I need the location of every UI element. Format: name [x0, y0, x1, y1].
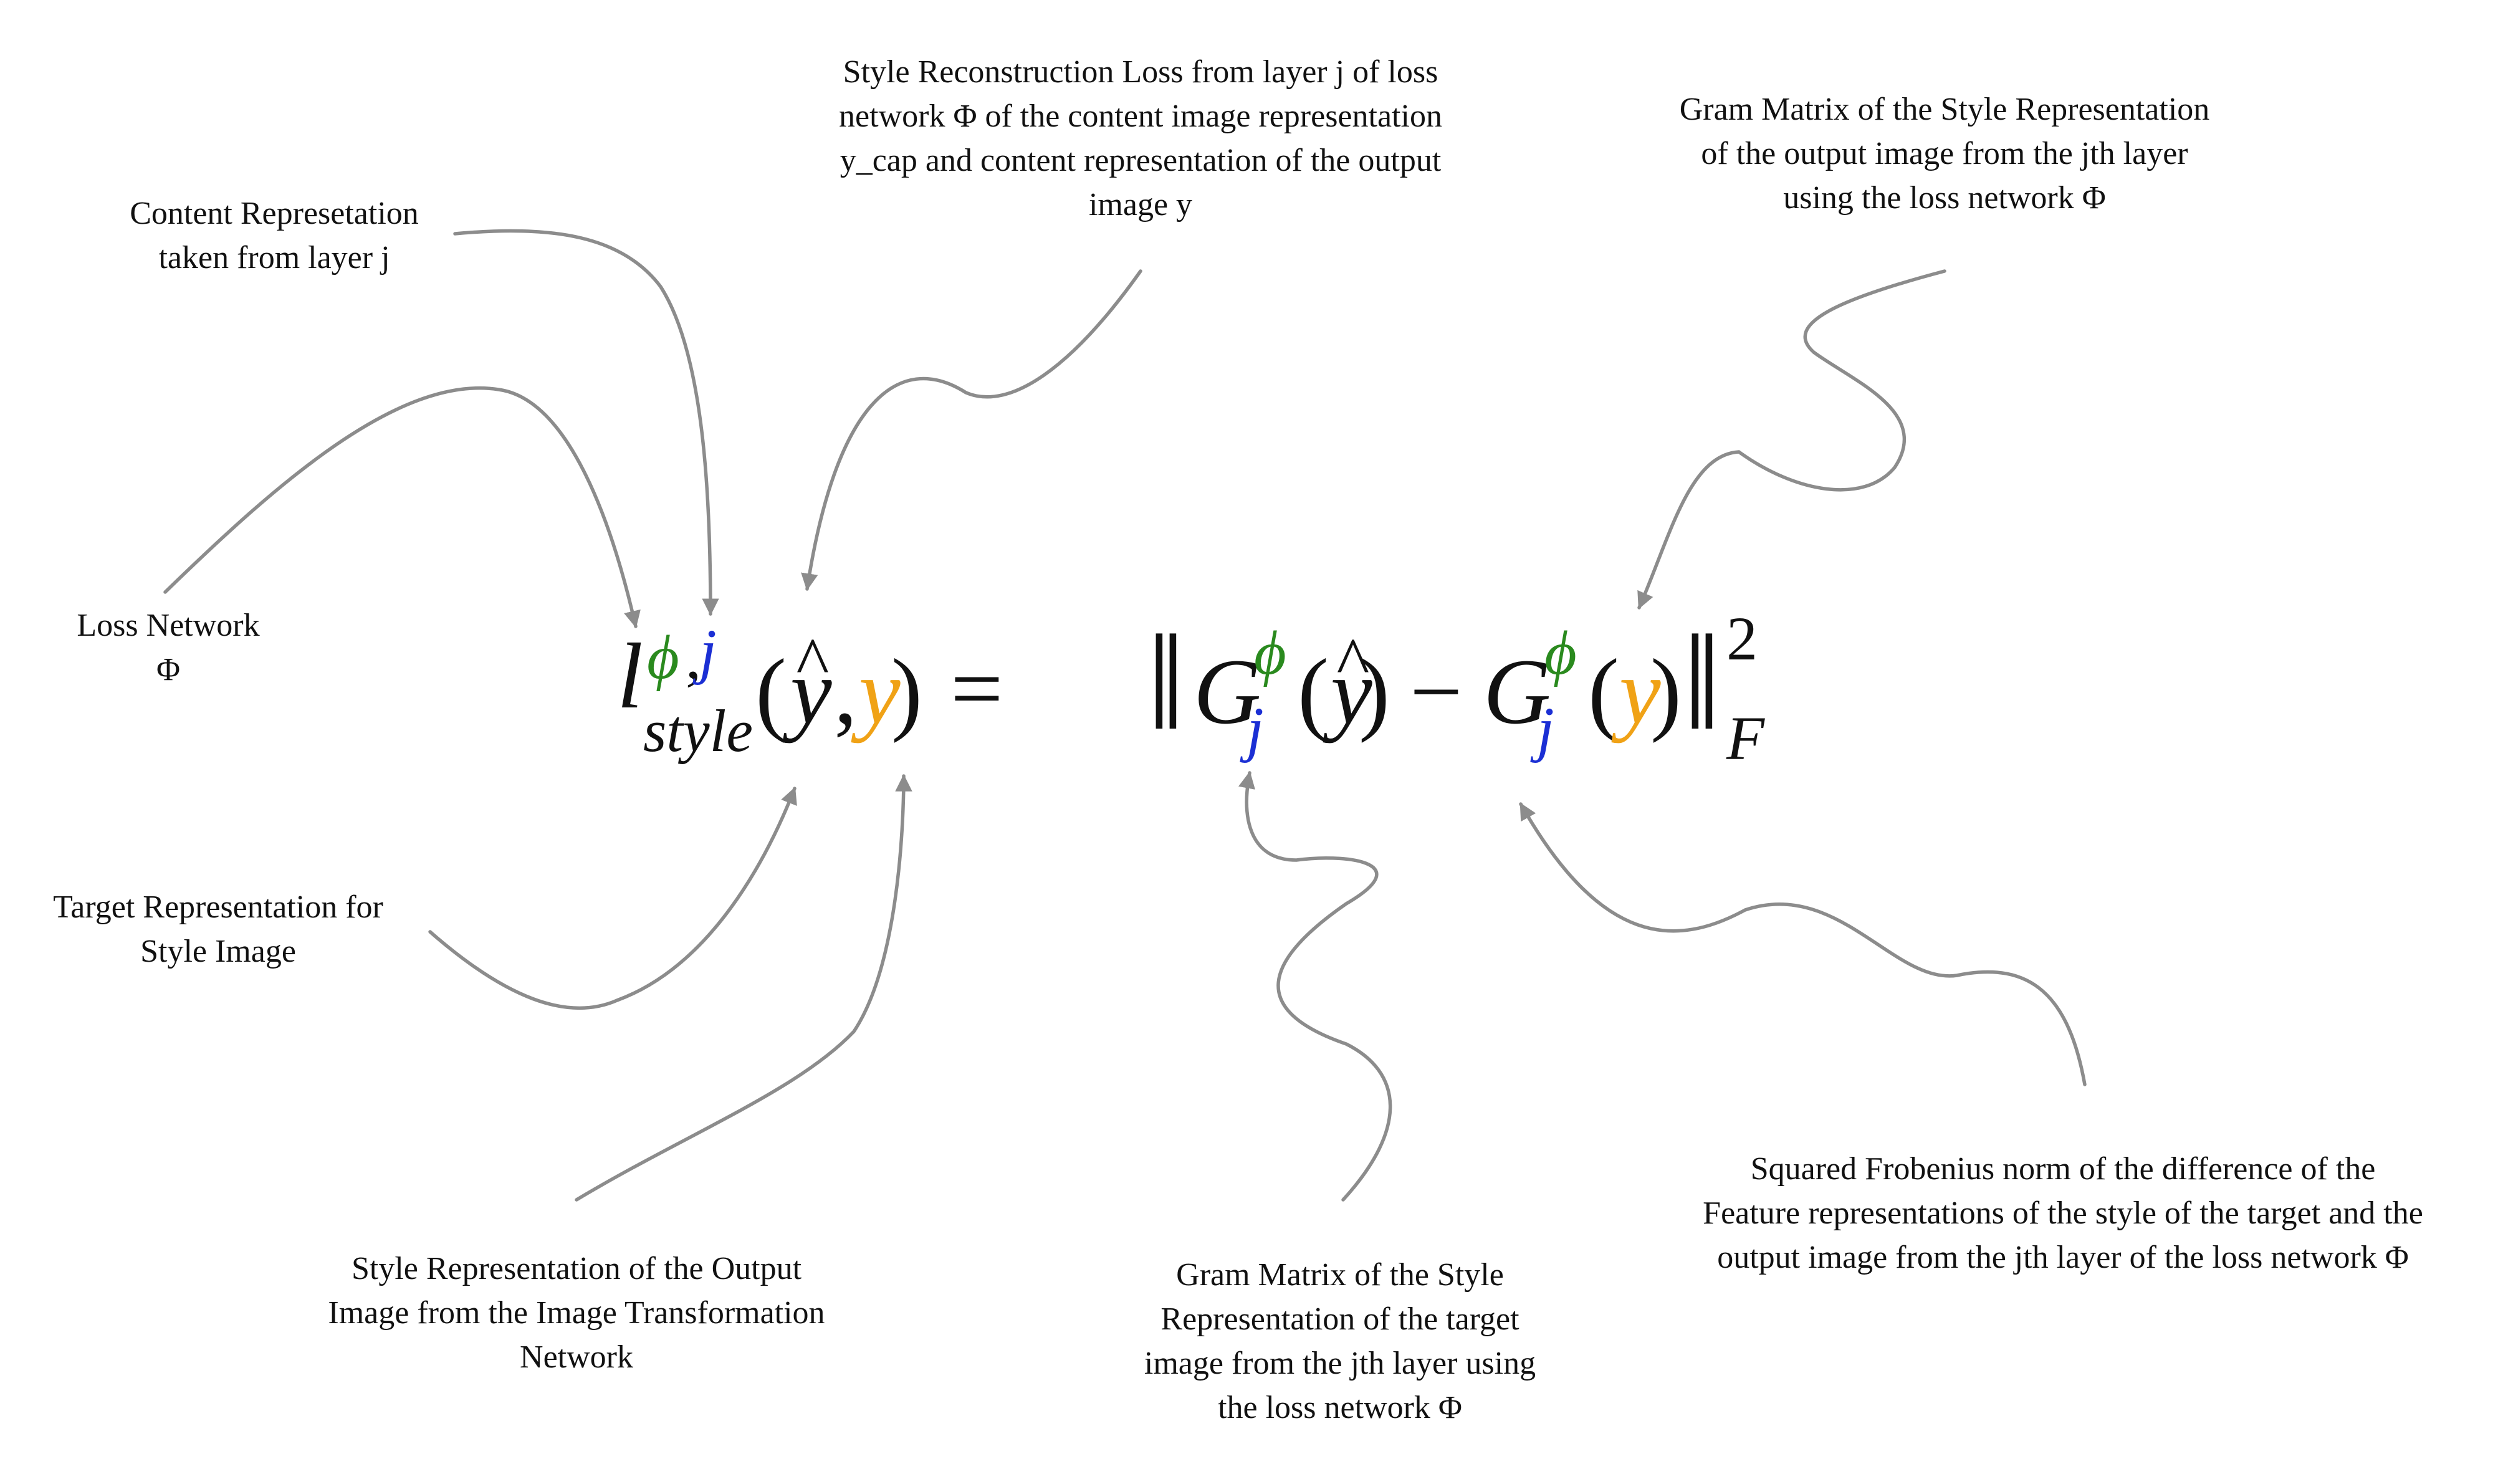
loss-symbol: l [617, 625, 643, 728]
frobenius-f-subscript: F [1726, 704, 1765, 773]
superscript-comma: , [686, 623, 701, 692]
rhs-close-paren-1: ) [1359, 640, 1390, 744]
annotation-gram-matrix-target: Gram Matrix of the Style Representation … [1144, 1257, 1536, 1425]
lhs-close-paren: ) [891, 640, 922, 744]
annotation-frobenius-norm: Squared Frobenius norm of the difference… [1703, 1151, 2423, 1275]
j-superscript: j [699, 616, 717, 686]
annotation-target-representation: Target Representation for Style Image [53, 889, 383, 969]
rhs-open-paren-2: ( [1588, 640, 1619, 744]
y-hat-rhs: y [1331, 645, 1372, 739]
j-subscript-1: j [1246, 694, 1264, 764]
norm-close-bar: ‖ [1683, 606, 1721, 759]
arrow-style-rep-output [575, 774, 912, 1202]
y-rhs: y [1619, 640, 1661, 744]
arrow-gram-target [1238, 771, 1392, 1202]
arrow-style-loss [801, 269, 1142, 591]
rhs-open-paren-1: ( [1298, 640, 1329, 744]
arrow-loss-network [163, 386, 641, 628]
phi-superscript-2: ϕ [1544, 618, 1577, 687]
y-hat-lhs: y [790, 645, 832, 739]
rhs-close-paren-2: ) [1650, 640, 1682, 744]
gram-g-2: G [1483, 640, 1551, 744]
arrow-content-rep [453, 229, 719, 616]
annotation-style-rep-output: Style Representation of the Output Image… [328, 1251, 825, 1375]
phi-superscript: ϕ [647, 623, 679, 692]
annotation-style-reconstruction-loss: Style Reconstruction Loss from layer j o… [839, 54, 1442, 223]
style-subscript: style [643, 697, 753, 764]
annotation-loss-network: Loss Network Φ [77, 608, 260, 687]
annotation-content-representation: Content Represetation taken from layer j [130, 196, 419, 275]
phi-superscript-1: ϕ [1254, 618, 1286, 687]
arrow-frobenius [1519, 802, 2087, 1086]
norm-open-bar: ‖ [1147, 606, 1185, 759]
arrow-gram-output [1637, 269, 1946, 610]
minus-sign: − [1410, 640, 1463, 744]
equals-sign: = [950, 637, 1003, 740]
arrow-target-rep [428, 787, 797, 1010]
y-lhs: y [859, 640, 901, 744]
lhs-open-paren: ( [755, 640, 787, 744]
annotation-gram-matrix-output: Gram Matrix of the Style Representation … [1679, 92, 2210, 216]
gram-g-1: G [1194, 640, 1261, 744]
j-subscript-2: j [1537, 694, 1554, 764]
power-two: 2 [1726, 604, 1758, 673]
lhs-separator: , [834, 640, 858, 744]
